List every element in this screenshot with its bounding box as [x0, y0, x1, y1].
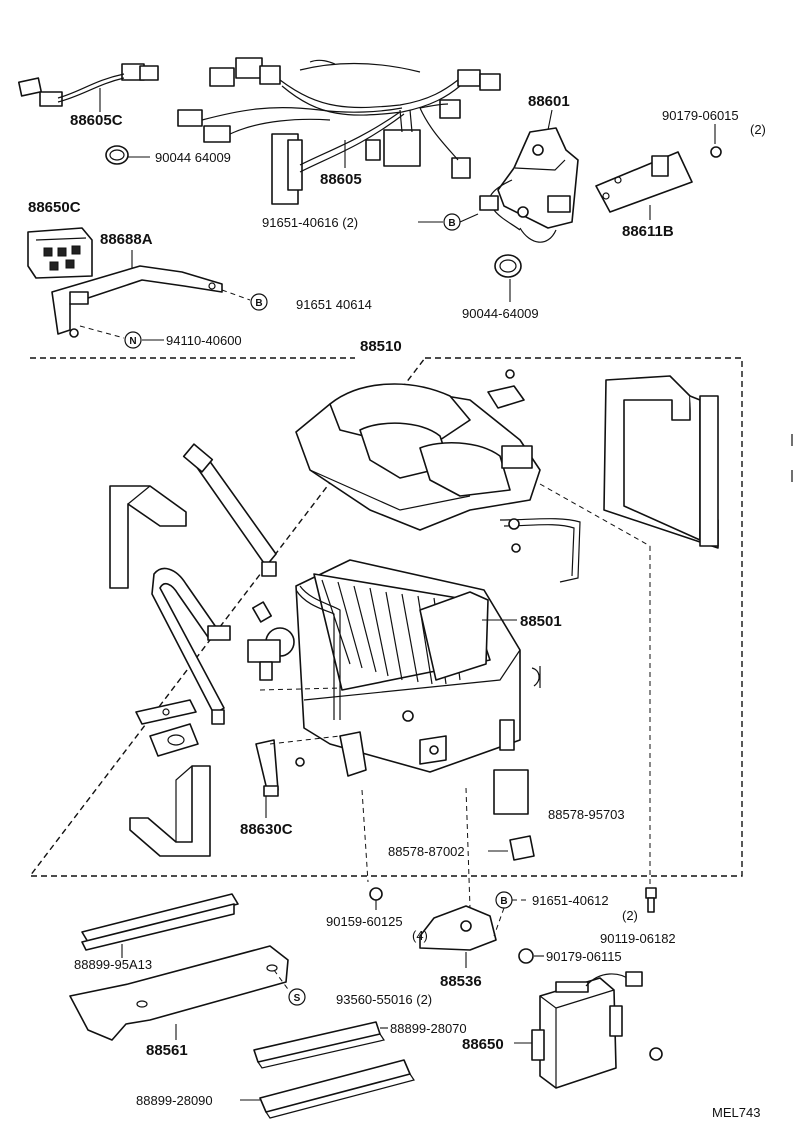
label-screw-n: 94110-40600	[166, 333, 242, 348]
arrow-ref-1	[531, 666, 541, 688]
screw-n-drawing	[69, 328, 79, 338]
nut-top-drawing	[710, 146, 722, 158]
seal-a-drawing	[509, 835, 535, 861]
leader-b-1	[459, 213, 479, 223]
duct-left-drawing	[109, 485, 187, 589]
clip-lower-drawing	[149, 723, 199, 757]
label-88605c: 88605C	[70, 112, 123, 129]
label-seal-c: 88899-95A13	[74, 957, 152, 972]
amplifier-drawing	[479, 127, 579, 243]
label-88688a: 88688A	[100, 231, 153, 248]
evaporator-drawing	[295, 559, 521, 777]
seal-e-drawing	[259, 1059, 415, 1119]
label-seal-d: 88899-28070	[390, 1021, 467, 1036]
label-bolt-ref: 91651 40614	[296, 297, 372, 312]
dash-bracket	[465, 787, 471, 909]
assembly-boundary	[28, 357, 743, 877]
svg-text:B: B	[448, 218, 455, 229]
bracket-drawing	[419, 905, 497, 951]
pipe-lower-drawing	[151, 567, 231, 725]
bolt-bottom-drawing	[645, 887, 657, 913]
dash-valve	[259, 687, 341, 691]
label-88650: 88650	[462, 1036, 504, 1053]
label-88630c: 88630C	[240, 821, 293, 838]
dash-screw	[361, 789, 369, 883]
label-88536: 88536	[440, 973, 482, 990]
label-bolt-harness: 91651-40616 (2)	[262, 215, 358, 230]
harness-c-drawing	[17, 63, 159, 107]
callout-b-1: B	[443, 213, 461, 231]
label-88605: 88605	[320, 171, 362, 188]
duct-frame-right-drawing	[603, 375, 719, 549]
diagram-code: MEL743	[712, 1105, 760, 1120]
unit-drawing	[531, 971, 663, 1089]
callout-b-2: B	[250, 293, 268, 311]
leader-amplifier	[547, 109, 553, 131]
pipe-upper-drawing	[182, 443, 277, 577]
svg-text:N: N	[129, 336, 136, 347]
bracket-c-drawing	[255, 739, 305, 797]
sensor-drawing	[595, 151, 693, 213]
label-bolt-b2: 91651-40612	[532, 893, 609, 908]
clamp-mid-drawing	[494, 254, 522, 278]
label-bracket-qty: (4)	[412, 928, 428, 943]
label-88510: 88510	[360, 338, 402, 355]
plate-drawing	[487, 369, 525, 409]
dash-bracket-c	[269, 735, 341, 745]
label-nut-top-qty: (2)	[750, 122, 766, 137]
label-nut-top: 90179-06015	[662, 108, 739, 123]
seal-c-drawing	[81, 893, 239, 951]
dash-b-2	[221, 289, 251, 301]
harness-drawing	[177, 57, 501, 205]
nut-bottom-drawing	[518, 948, 534, 964]
label-screw-bottom: 90159-60125	[326, 914, 403, 929]
seal-b-drawing	[493, 769, 529, 815]
cover-drawing	[69, 945, 289, 1041]
seal-d-drawing	[253, 1021, 385, 1069]
dash-blower	[539, 483, 651, 547]
clamp-top-drawing	[105, 145, 129, 165]
svg-text:B: B	[255, 298, 262, 309]
label-seal-e: 88899-28090	[136, 1093, 213, 1108]
relay-block-drawing	[27, 227, 93, 279]
label-screw-s: 93560-55016 (2)	[336, 992, 432, 1007]
svg-text:S: S	[294, 993, 301, 1004]
callout-b-3: B	[495, 891, 513, 909]
dash-s	[273, 969, 291, 993]
bracket-a-drawing	[51, 265, 223, 335]
dash-b-3	[493, 907, 505, 937]
expansion-valve-drawing	[247, 601, 295, 681]
label-88611b: 88611B	[622, 223, 674, 240]
clip-upper-drawing	[135, 699, 197, 725]
label-seal-a: 88578-87002	[388, 844, 465, 859]
dash-n	[79, 325, 125, 339]
label-nut-bottom: 90179-06115	[546, 949, 622, 964]
label-88561: 88561	[146, 1042, 188, 1059]
label-bolt-bottom: 90119-06182	[600, 931, 676, 946]
screw-bottom-drawing	[369, 887, 383, 901]
label-seal-b: 88578-95703	[548, 807, 625, 822]
label-88650c: 88650C	[28, 199, 81, 216]
label-clamp-mid: 90044-64009	[462, 306, 539, 321]
callout-s: S	[288, 988, 306, 1006]
callout-n: N	[124, 331, 142, 349]
duct-lower-drawing	[129, 765, 211, 857]
label-bolt-b2-qty: (2)	[622, 908, 638, 923]
label-88601: 88601	[528, 93, 570, 110]
label-88501: 88501	[520, 613, 562, 630]
label-clamp-top: 90044 64009	[155, 150, 231, 165]
blower-case-drawing	[295, 383, 581, 583]
svg-text:B: B	[500, 896, 507, 907]
